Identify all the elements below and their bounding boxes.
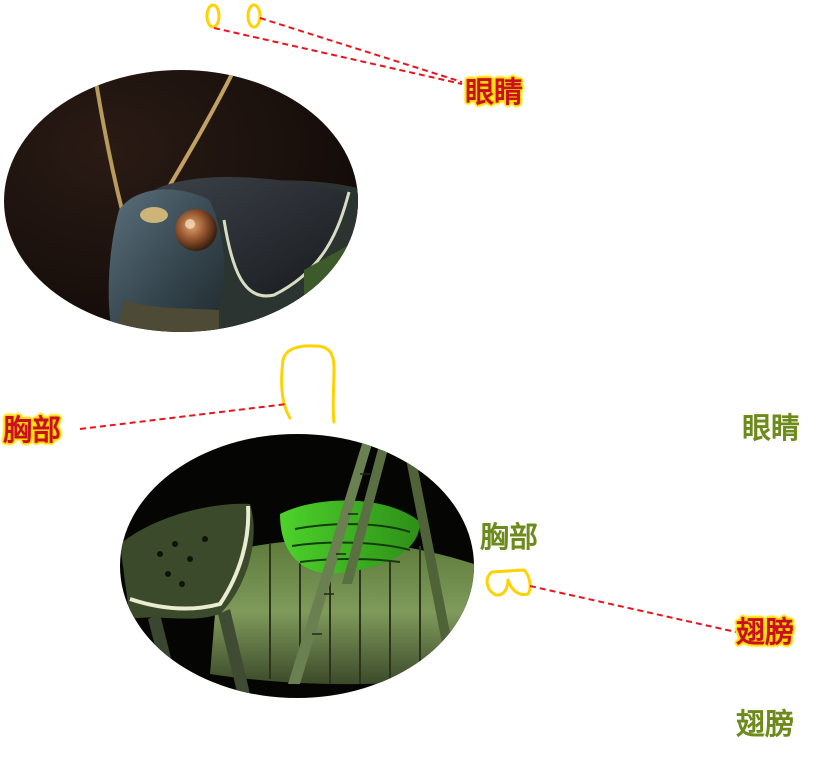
thorax-leader-line bbox=[79, 403, 288, 430]
eye-marker-right bbox=[246, 3, 262, 29]
katydid-head-photo bbox=[4, 70, 358, 332]
thorax-marker bbox=[280, 344, 336, 424]
wings-label-highlighted: 翅膀 bbox=[736, 615, 795, 649]
katydid-body-illustration bbox=[120, 434, 474, 698]
thorax-label-plain: 胸部 bbox=[480, 520, 539, 554]
eye-marker-left bbox=[205, 3, 221, 29]
thorax-label-highlighted: 胸部 bbox=[3, 413, 62, 447]
katydid-body-photo bbox=[120, 434, 474, 698]
eyes-label-plain: 眼睛 bbox=[742, 411, 801, 445]
wings-marker bbox=[485, 568, 532, 597]
katydid-head-illustration bbox=[4, 70, 358, 332]
eye-leader-line-2 bbox=[259, 17, 463, 83]
wings-label-plain: 翅膀 bbox=[736, 707, 795, 741]
eye-leader-line-1 bbox=[213, 27, 463, 85]
eyes-label-highlighted: 眼睛 bbox=[465, 75, 524, 109]
wings-leader-line bbox=[529, 585, 737, 633]
